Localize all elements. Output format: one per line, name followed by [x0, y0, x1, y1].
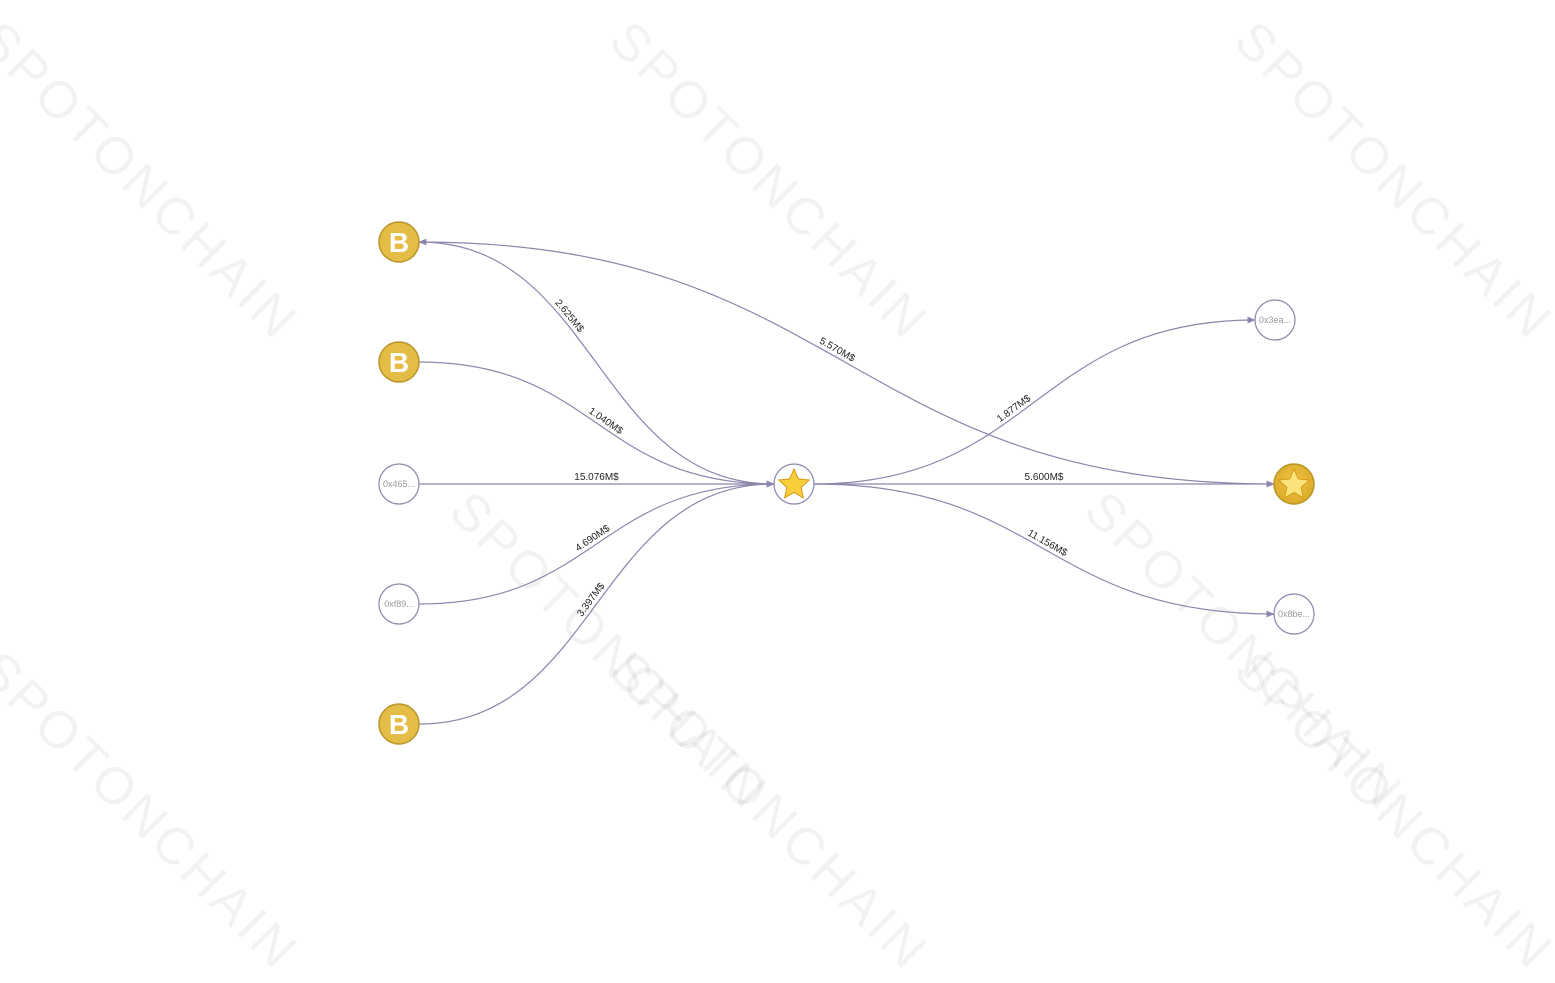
- flow-amount-label: 5.600M$: [1025, 472, 1064, 483]
- star-icon: [1277, 467, 1311, 499]
- node-star2[interactable]: [1273, 463, 1315, 505]
- exchange-logo-icon: B: [389, 347, 409, 378]
- flow-amount-label: 1.877M$: [995, 393, 1033, 425]
- address-node-circle[interactable]: [1254, 299, 1296, 341]
- flow-amount-label: 4.690M$: [574, 523, 613, 554]
- flow-edge[interactable]: 3.397M$: [418, 480, 775, 725]
- flow-edge-path[interactable]: [813, 316, 1256, 485]
- exchange-logo-icon: B: [389, 227, 409, 258]
- flow-edge-path[interactable]: [418, 480, 775, 725]
- flow-edge[interactable]: 11.156M$: [813, 483, 1275, 618]
- flow-amount-label: 11.156M$: [1025, 528, 1069, 559]
- node-b2[interactable]: B: [378, 341, 420, 383]
- node-a465[interactable]: 0x465...: [378, 463, 420, 505]
- node-b3[interactable]: B: [378, 703, 420, 745]
- star-icon: [777, 467, 811, 499]
- transaction-flow-graph: 2.625M$ 1.040M$ 15.076M$ 4.690M$ 3.397M$ 5.57…: [378, 221, 1315, 745]
- address-node-circle[interactable]: [1273, 593, 1315, 635]
- exchange-node-circle[interactable]: [378, 341, 420, 383]
- flow-edge-path[interactable]: [418, 241, 1275, 488]
- flow-edge-path[interactable]: [418, 480, 775, 605]
- address-label: 0x3ea...: [1259, 315, 1291, 325]
- flow-edge[interactable]: 15.076M$: [418, 472, 775, 488]
- exchange-node-circle[interactable]: [378, 703, 420, 745]
- node-af89[interactable]: 0xf89...: [378, 583, 420, 625]
- address-node-circle[interactable]: [378, 463, 420, 505]
- exchange-node-circle[interactable]: [378, 221, 420, 263]
- flow-edge-path[interactable]: [418, 238, 775, 485]
- flow-amount-label: 15.076M$: [574, 472, 619, 483]
- address-label: 0xf89...: [384, 599, 414, 609]
- node-a3ea[interactable]: 0x3ea...: [1254, 299, 1296, 341]
- address-label: 0x465...: [383, 479, 415, 489]
- flow-edge[interactable]: 2.625M$: [418, 238, 775, 485]
- flow-edge[interactable]: 5.600M$: [814, 472, 1275, 488]
- node-b1[interactable]: B: [378, 221, 420, 263]
- flow-amount-label: 3.397M$: [575, 581, 607, 619]
- flow-edge[interactable]: 1.040M$: [418, 361, 775, 488]
- flow-edge-path[interactable]: [813, 483, 1275, 618]
- flow-edge[interactable]: 1.877M$: [813, 316, 1256, 485]
- exchange-logo-icon: B: [389, 709, 409, 740]
- flow-amount-label: 2.625M$: [552, 298, 586, 335]
- node-a8be[interactable]: 0x8be...: [1273, 593, 1315, 635]
- node-center[interactable]: [773, 463, 815, 505]
- flow-amount-label: 1.040M$: [586, 406, 625, 437]
- address-label: 0x8be...: [1278, 609, 1310, 619]
- flow-edge[interactable]: 5.570M$: [418, 241, 1275, 488]
- flow-edge-path[interactable]: [418, 361, 775, 488]
- address-node-circle[interactable]: [378, 583, 420, 625]
